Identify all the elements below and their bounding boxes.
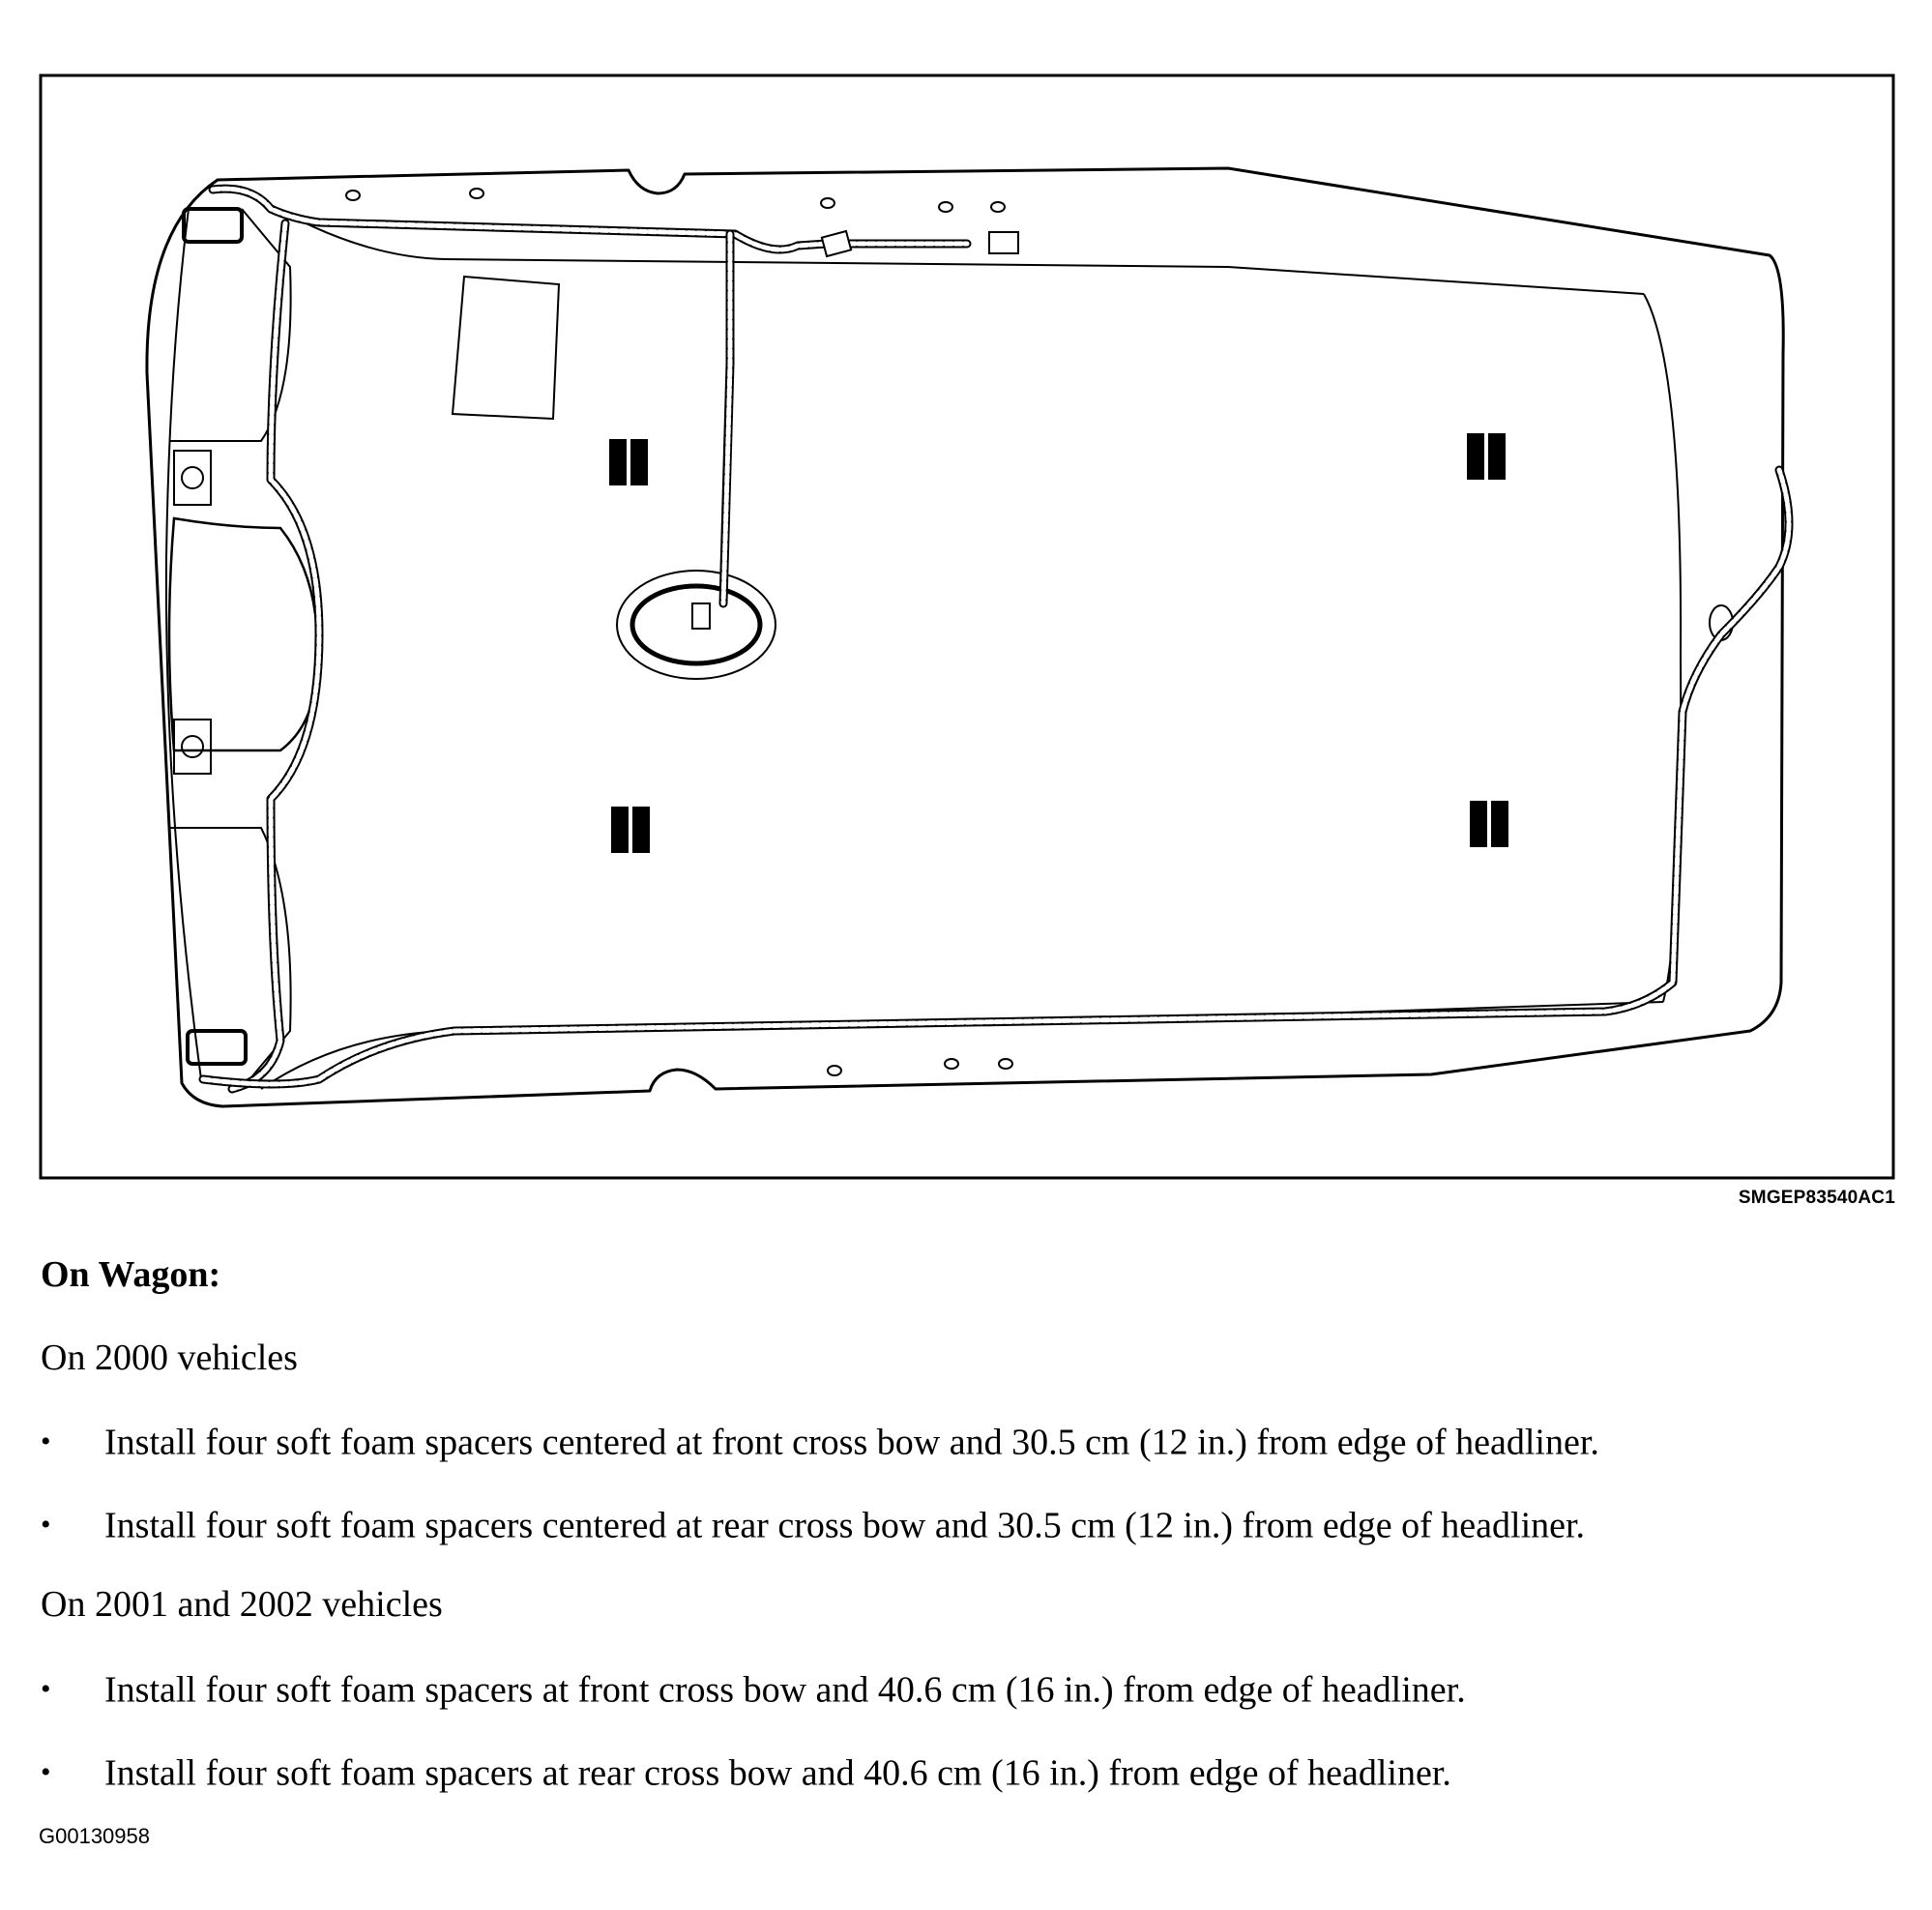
front-pocket-lower xyxy=(169,827,292,1090)
list-item: •Install four soft foam spacers centered… xyxy=(41,1422,1599,1463)
figure-code: SMGEP83540AC1 xyxy=(1738,1188,1895,1208)
section-heading: On Wagon: xyxy=(41,1254,221,1295)
harness-connector-top xyxy=(988,231,1019,254)
document-id: G00130958 xyxy=(39,1824,150,1848)
label-panel xyxy=(451,275,561,421)
bullet-icon: • xyxy=(41,1756,51,1789)
dome-light-connector xyxy=(691,602,711,630)
list-item: •Install four soft foam spacers at rear … xyxy=(41,1752,1451,1794)
front-edge-line xyxy=(164,208,202,1080)
clip-bottom-left xyxy=(186,1029,248,1066)
list-item: •Install four soft foam spacers at front… xyxy=(41,1669,1466,1711)
foam-spacer-rear-lower xyxy=(1470,801,1508,847)
group-heading-2001-2002: On 2001 and 2002 vehicles xyxy=(41,1584,443,1625)
front-cutout xyxy=(167,516,319,752)
foam-spacer-front-lower xyxy=(611,807,650,853)
left-lower-pad xyxy=(173,719,212,775)
bullet-icon: • xyxy=(41,1425,51,1458)
foam-spacer-front-upper xyxy=(609,439,648,485)
figure-border xyxy=(39,73,1895,1180)
harness-connector-mid xyxy=(820,229,853,258)
bullet-icon: • xyxy=(41,1509,51,1542)
dome-light-inner xyxy=(629,583,763,666)
foam-spacer-rear-upper xyxy=(1467,433,1506,480)
clip-top-left xyxy=(182,207,244,244)
list-item: •Install four soft foam spacers centered… xyxy=(41,1505,1586,1546)
front-pocket-upper xyxy=(169,208,292,442)
bullet-icon: • xyxy=(41,1673,51,1706)
headliner-outline xyxy=(145,166,1785,1108)
group-heading-2000: On 2000 vehicles xyxy=(41,1337,298,1378)
left-upper-pad xyxy=(173,450,212,506)
headliner-diagram xyxy=(39,73,1895,1180)
wiring-harness xyxy=(198,184,1794,1094)
dome-light-outer xyxy=(616,570,776,680)
